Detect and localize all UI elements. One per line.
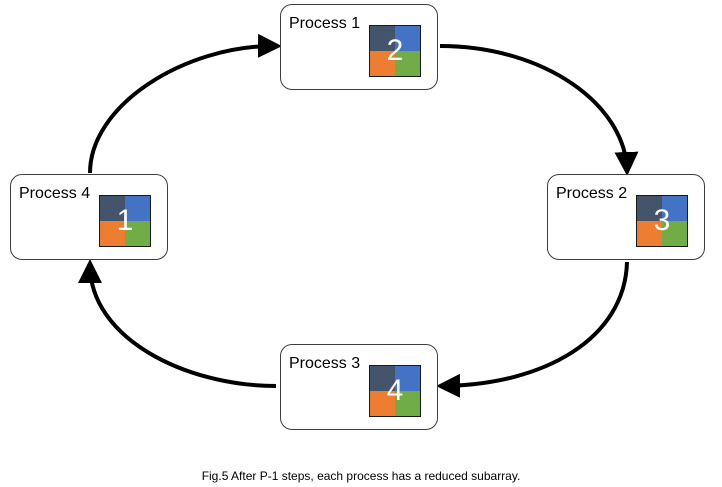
quadrant-bottom-left <box>370 51 395 76</box>
subarray-grid: 4 <box>369 365 421 417</box>
process-node-4: Process 4 1 <box>10 174 168 260</box>
quadrant-top-right <box>395 366 420 391</box>
quadrant-top-left <box>370 26 395 51</box>
subarray-number: 3 <box>653 204 671 237</box>
process-node-3: Process 3 4 <box>280 344 438 430</box>
quadrant-bottom-left <box>637 221 662 246</box>
quadrant-bottom-right <box>125 221 150 246</box>
figure-caption: Fig.5 After P-1 steps, each process has … <box>201 469 521 483</box>
quadrant-top-right <box>662 196 687 221</box>
subarray-number: 2 <box>386 34 404 67</box>
subarray-grid: 1 <box>99 195 151 247</box>
process-label: Process 2 <box>556 185 628 202</box>
quadrant-bottom-left <box>100 221 125 246</box>
process-node-2: Process 2 3 <box>547 174 705 260</box>
quadrant-top-left <box>637 196 662 221</box>
arrow-process-1-to-process-2 <box>439 44 639 176</box>
quadrant-bottom-left <box>370 391 395 416</box>
subarray-number: 4 <box>386 374 404 407</box>
subarray-grid: 3 <box>636 195 688 247</box>
process-label: Process 3 <box>289 355 361 372</box>
arrow-process-2-to-process-3 <box>436 261 629 398</box>
subarray-grid: 2 <box>369 25 421 77</box>
quadrant-top-left <box>370 366 395 391</box>
process-label: Process 1 <box>289 15 361 32</box>
process-node-1: Process 1 2 <box>280 4 438 90</box>
arrow-process-4-to-process-1 <box>88 33 282 174</box>
subarray-number: 1 <box>116 204 134 237</box>
process-label: Process 4 <box>19 185 91 202</box>
quadrant-top-right <box>395 26 420 51</box>
quadrant-bottom-right <box>395 51 420 76</box>
quadrant-bottom-right <box>395 391 420 416</box>
quadrant-bottom-right <box>662 221 687 246</box>
quadrant-top-left <box>100 196 125 221</box>
quadrant-top-right <box>125 196 150 221</box>
arrow-process-3-to-process-4 <box>78 259 277 388</box>
